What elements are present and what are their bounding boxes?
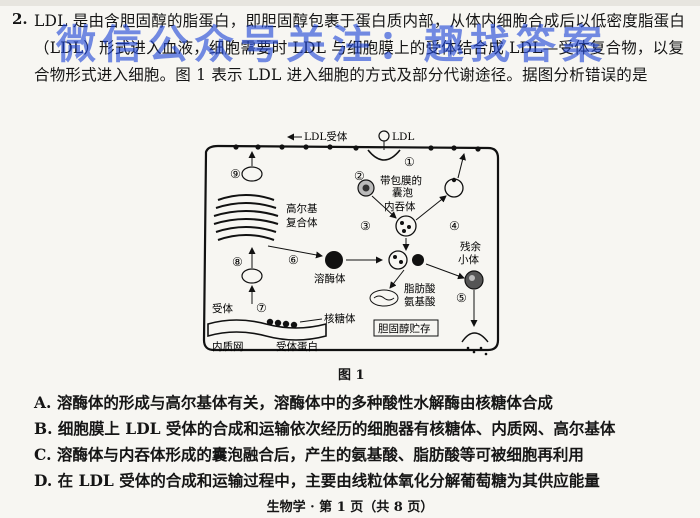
label-residual-1: 残余 bbox=[460, 240, 481, 253]
label-lysosome: 溶酶体 bbox=[314, 272, 346, 285]
label-golgi-1: 高尔基 bbox=[286, 202, 318, 215]
top-strip bbox=[0, 0, 700, 6]
ribosomes bbox=[266, 318, 298, 329]
label-fatty-1: 脂肪酸 bbox=[404, 282, 436, 295]
lysosome bbox=[325, 251, 343, 269]
page-footer: 生物学 · 第 1 页（共 8 页） bbox=[266, 500, 434, 515]
label-n8: ⑧ bbox=[232, 255, 243, 269]
cell-membrane bbox=[202, 144, 500, 352]
label-ldl: LDL bbox=[392, 131, 414, 143]
label-vesicle-1: 带包膜的 bbox=[380, 174, 422, 187]
endosome bbox=[395, 215, 417, 237]
arrow-v-endo bbox=[371, 195, 397, 219]
option-d[interactable]: D. 在 LDL 受体的合成和运输过程中，主要由线粒体氧化分解葡萄糖为其供应能量 bbox=[34, 471, 600, 490]
label-n3: ③ bbox=[360, 219, 371, 233]
label-residual-2: 小体 bbox=[458, 254, 479, 266]
label-n2: ② bbox=[354, 169, 365, 183]
watermark-text: 微信公众号关注：趣找答案 bbox=[56, 22, 608, 68]
arrow-golgi-lysosome bbox=[267, 245, 323, 259]
lysosome-fused bbox=[412, 254, 424, 266]
cholesterol-storage-box bbox=[373, 319, 439, 337]
pit bbox=[367, 149, 401, 161]
option-c[interactable]: C. 溶酶体与内吞体形成的囊泡融合后，产生的氨基酸、脂肪酸等可被细胞再利用 bbox=[34, 445, 584, 464]
label-fatty-2: 氨基酸 bbox=[404, 295, 436, 308]
endoplasmic-reticulum bbox=[207, 319, 327, 341]
label-n4: ④ bbox=[449, 219, 460, 233]
label-receptor: 受体 bbox=[212, 303, 233, 315]
membrane-receptors bbox=[233, 144, 481, 152]
question-number: 2. bbox=[12, 10, 28, 28]
label-ribosome: 核糖体 bbox=[324, 312, 356, 325]
label-cholesterol: 胆固醇贮存 bbox=[378, 322, 431, 335]
breakdown-products bbox=[369, 289, 399, 307]
label-endosome: 内吞体 bbox=[384, 200, 416, 213]
fused-vesicle bbox=[388, 250, 408, 270]
option-b[interactable]: B. 细胞膜上 LDL 受体的合成和运输依次经历的细胞器有核糖体、内质网、高尔基… bbox=[34, 419, 616, 438]
label-n7: ⑦ bbox=[256, 301, 267, 315]
golgi-vesicle-bottom bbox=[241, 268, 263, 284]
exocytosis bbox=[461, 332, 489, 343]
golgi-stack bbox=[213, 194, 279, 241]
label-n5: ⑤ bbox=[456, 291, 467, 305]
label-er: 内质网 bbox=[212, 340, 244, 353]
label-n9: ⑨ bbox=[230, 167, 241, 181]
arrow-recycle-membrane bbox=[457, 153, 466, 179]
label-n1: ① bbox=[404, 155, 415, 169]
label-receptor-protein: 受体蛋白 bbox=[276, 340, 318, 353]
ldl-cell-diagram: LDL受体 LDL ① ② ③ ④ ⑤ ⑥ ⑦ ⑧ ⑨ 带包膜的 囊泡 内吞体 bbox=[202, 130, 500, 356]
label-golgi-2: 复合体 bbox=[286, 216, 318, 229]
label-n6: ⑥ bbox=[288, 253, 299, 267]
question-stem: LDL 是由含胆固醇的脂蛋白，即胆固醇包裹于蛋白质内部，从体内细胞合成后以低密度… bbox=[34, 12, 686, 84]
ldl-particle bbox=[378, 130, 390, 142]
arrow-endo-recycle bbox=[415, 195, 447, 221]
option-a[interactable]: A. 溶酶体的形成与高尔基体有关，溶酶体中的多种酸性水解酶由核糖体合成 bbox=[34, 393, 553, 412]
label-vesicle-2: 囊泡 bbox=[392, 186, 413, 199]
figure-caption: 图 1 bbox=[338, 368, 365, 383]
label-ldl-receptor: LDL受体 bbox=[304, 131, 348, 143]
golgi-vesicle-top bbox=[241, 166, 263, 182]
